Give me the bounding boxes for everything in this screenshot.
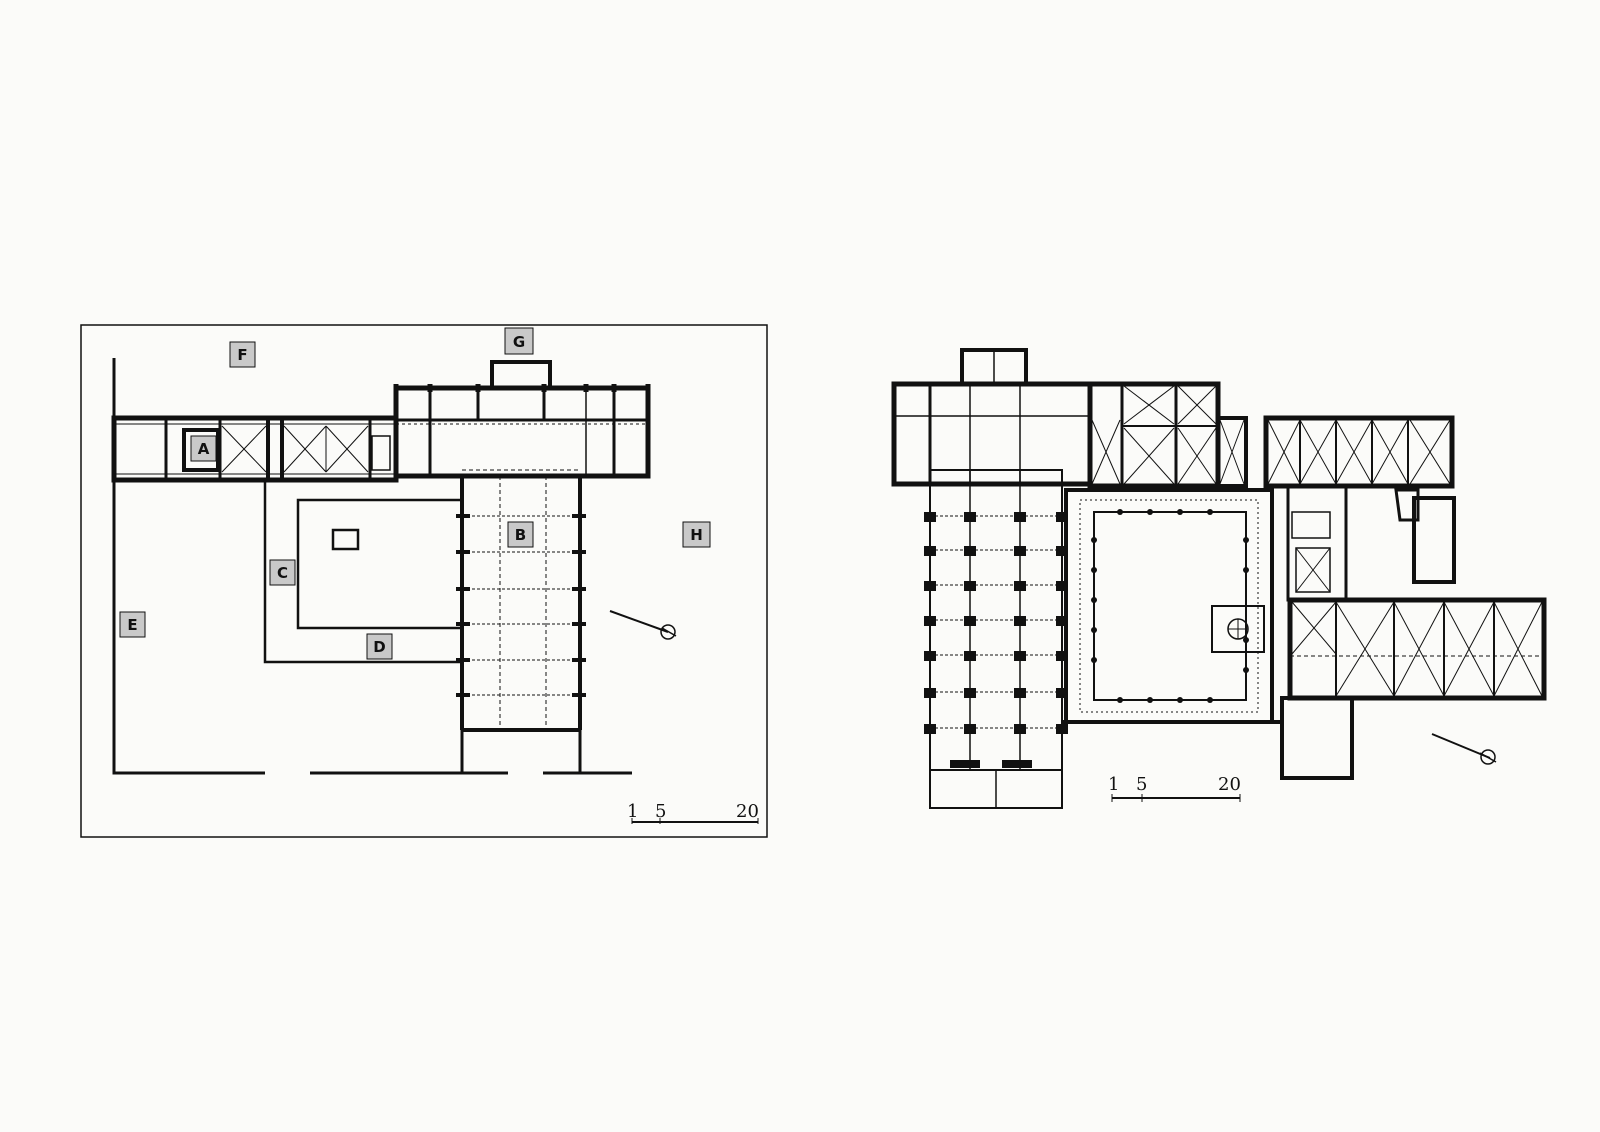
left-west-wing — [111, 415, 399, 483]
label-f: F — [229, 341, 256, 368]
svg-text:D: D — [373, 638, 385, 656]
svg-text:1: 1 — [627, 801, 638, 822]
svg-text:5: 5 — [655, 801, 666, 822]
label-d: D — [366, 633, 393, 660]
label-h: H — [682, 521, 711, 548]
svg-text:1: 1 — [1108, 774, 1119, 795]
label-b: B — [507, 521, 534, 548]
left-church — [393, 360, 651, 732]
right-floor-plan: 1 5 20 — [891, 348, 1547, 809]
right-south-range — [1062, 484, 1547, 780]
svg-text:H: H — [690, 526, 703, 544]
svg-text:5: 5 — [1136, 774, 1147, 795]
left-site-walls — [112, 358, 632, 775]
left-scale-bar: 1 5 20 — [627, 801, 759, 824]
svg-text:20: 20 — [1218, 774, 1241, 795]
left-cloister — [263, 480, 462, 664]
right-cloister — [1064, 488, 1274, 724]
svg-text:F: F — [237, 346, 247, 364]
svg-text:G: G — [513, 333, 525, 351]
left-plan-frame — [80, 324, 768, 838]
label-c: C — [269, 559, 296, 586]
north-arrow-icon — [1431, 733, 1497, 765]
label-a: A — [190, 435, 217, 462]
svg-text:C: C — [277, 564, 288, 582]
right-transept — [891, 348, 1093, 487]
svg-text:B: B — [515, 526, 526, 544]
left-floor-plan: A B C D E F G — [80, 324, 768, 838]
svg-text:E: E — [127, 616, 137, 634]
svg-text:20: 20 — [736, 801, 759, 822]
right-scale-bar: 1 5 20 — [1108, 774, 1241, 802]
right-church — [924, 469, 1068, 809]
label-e: E — [119, 611, 146, 638]
label-g: G — [504, 327, 534, 355]
right-east-range — [1087, 381, 1455, 489]
left-plan-labels: A B C D E F G — [119, 327, 711, 660]
svg-text:A: A — [198, 440, 210, 458]
north-arrow-icon — [609, 610, 677, 640]
